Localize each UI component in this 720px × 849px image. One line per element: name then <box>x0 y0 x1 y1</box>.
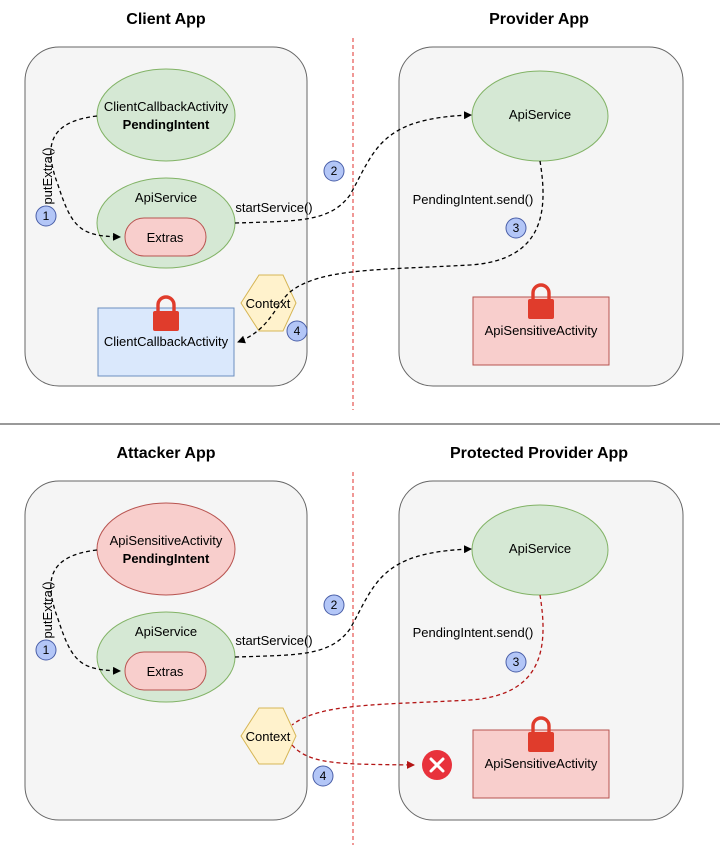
step-badge: 2 <box>323 160 345 182</box>
putextra-label: putExtra() <box>40 147 55 204</box>
callback-pendingintent-node <box>96 68 236 162</box>
attacker-pendingintent-node <box>96 502 236 596</box>
svg-text:3: 3 <box>513 655 520 669</box>
step-badge: 1 <box>35 205 57 227</box>
context-node-bottom <box>240 707 297 765</box>
protected-provider-app-title: Protected Provider App <box>450 445 628 462</box>
deny-icon <box>422 750 452 780</box>
svg-text:4: 4 <box>294 324 301 338</box>
svg-text:1: 1 <box>43 643 50 657</box>
svg-text:2: 2 <box>331 598 338 612</box>
client-app-title: Client App <box>126 11 206 28</box>
step-badge: 3 <box>505 217 527 239</box>
send-label-bottom: PendingIntent.send() <box>413 625 534 640</box>
putextra-label-bottom: putExtra() <box>40 581 55 638</box>
callback-pendingintent-line2: PendingIntent <box>123 117 210 132</box>
sensitive-activity-label: ApiSensitiveActivity <box>485 323 598 338</box>
callback-pendingintent-line1: ClientCallbackActivity <box>104 99 229 114</box>
send-arrow <box>237 160 544 344</box>
provider-app-panel <box>398 46 684 387</box>
callback-activity-label: ClientCallbackActivity <box>104 334 229 349</box>
startservice-arrow-bottom <box>234 545 472 658</box>
protected-sensitive-activity-label: ApiSensitiveActivity <box>485 756 598 771</box>
context-label: Context <box>246 296 291 311</box>
svg-text:2: 2 <box>331 164 338 178</box>
provider-app-title: Provider App <box>489 11 589 28</box>
startservice-label: startService() <box>235 200 312 215</box>
attacker-app-title: Attacker App <box>117 445 216 462</box>
startservice-arrow <box>234 111 472 224</box>
step-badge: 3 <box>505 651 527 673</box>
extras-box <box>124 217 207 257</box>
putextra-arrow-bottom <box>50 549 121 675</box>
extras-label: Extras <box>147 230 184 245</box>
blocked-arrow <box>291 744 415 769</box>
send-label: PendingIntent.send() <box>413 192 534 207</box>
send-arrow-bottom <box>291 594 544 726</box>
svg-text:3: 3 <box>513 221 520 235</box>
step-badge: 4 <box>312 765 334 787</box>
step-badge: 1 <box>35 639 57 661</box>
extras-box-bottom <box>124 651 207 691</box>
putextra-arrow <box>50 115 121 241</box>
context-node <box>240 274 297 332</box>
step-badge: 2 <box>323 594 345 616</box>
attacker-pendingintent-line1: ApiSensitiveActivity <box>110 533 223 548</box>
protected-apiservice-label: ApiService <box>509 541 571 556</box>
attacker-pendingintent-line2: PendingIntent <box>123 551 210 566</box>
protected-provider-app-panel <box>398 480 684 821</box>
provider-apiservice-label: ApiService <box>509 107 571 122</box>
context-label-bottom: Context <box>246 729 291 744</box>
startservice-label-bottom: startService() <box>235 633 312 648</box>
svg-text:4: 4 <box>320 769 327 783</box>
extras-label-bottom: Extras <box>147 664 184 679</box>
svg-text:1: 1 <box>43 209 50 223</box>
step-badge: 4 <box>286 320 308 342</box>
client-apiservice-label: ApiService <box>135 190 197 205</box>
attacker-apiservice-label: ApiService <box>135 624 197 639</box>
